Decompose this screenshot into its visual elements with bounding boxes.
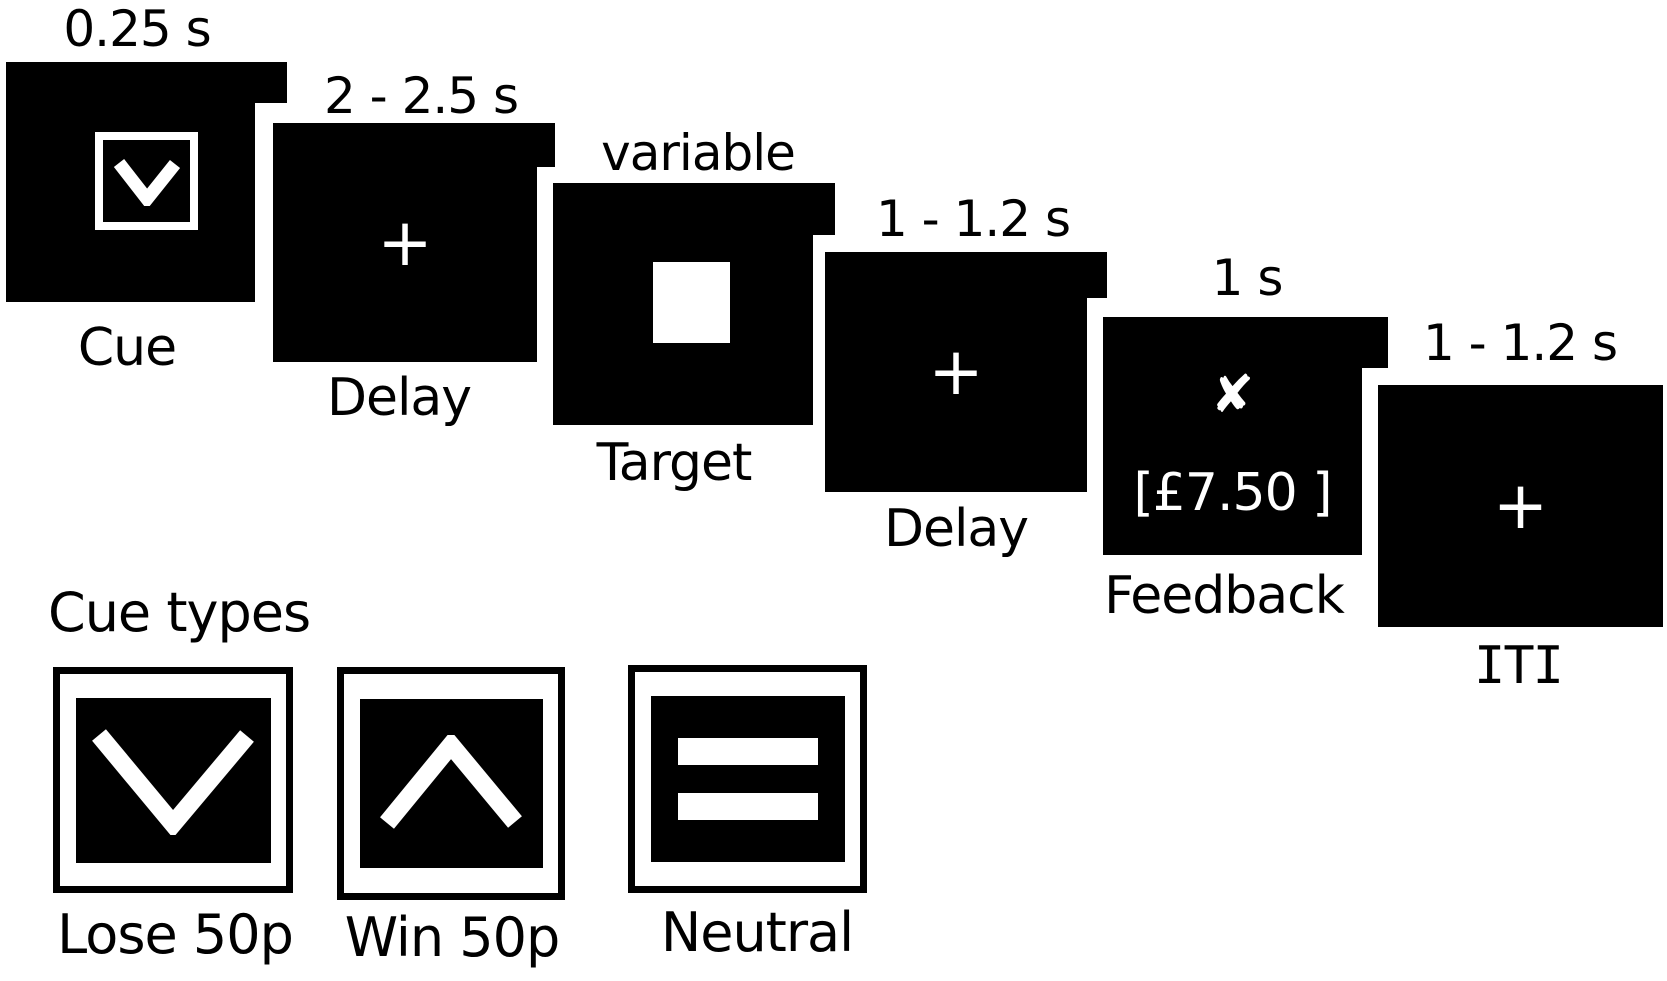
fixation-cross: +: [1492, 467, 1549, 544]
cue-type-label-win: Win 50p: [344, 906, 561, 969]
stage-label-delay2: Delay: [883, 499, 1029, 559]
screen-corner-tab: [537, 123, 555, 167]
screen-target: [553, 183, 835, 425]
target-square-icon: [653, 262, 730, 343]
duration-label-feedback: 1 s: [1211, 249, 1284, 307]
stage-label-target: Target: [596, 433, 753, 493]
stage-label-iti: ITI: [1474, 636, 1564, 696]
cue-inner-screen: [650, 696, 845, 862]
fixation-cross: +: [928, 333, 984, 410]
chevron-down-icon: [113, 159, 180, 206]
cue-inner-screen: [359, 699, 543, 868]
duration-label-delay1: 2 - 2.5 s: [323, 67, 519, 125]
cue-type-label-neutral: Neutral: [660, 901, 854, 964]
duration-label-iti: 1 - 1.2 s: [1422, 314, 1618, 372]
cue-type-box-lose: [53, 667, 293, 893]
duration-label-target: variable: [601, 124, 796, 182]
chevron-down-icon: [92, 729, 254, 835]
screen-delay2: +: [825, 252, 1107, 492]
screen-cue: [6, 62, 287, 302]
cue-type-label-lose: Lose 50p: [57, 903, 294, 966]
equals-bar-top: [677, 738, 818, 765]
equals-bars-icon: [677, 738, 818, 820]
chevron-up-icon: [380, 734, 522, 829]
feedback-amount: [£7.50 ]: [1133, 463, 1333, 523]
screen-corner-tab: [813, 183, 835, 235]
duration-label-cue: 0.25 s: [63, 0, 211, 58]
screen-feedback: ✘ [£7.50 ]: [1103, 317, 1388, 555]
screen-corner-tab: [1087, 252, 1107, 298]
cue-types-heading: Cue types: [48, 581, 311, 644]
fixation-cross: +: [377, 203, 433, 281]
stage-label-cue: Cue: [77, 318, 177, 378]
duration-label-delay2: 1 - 1.2 s: [875, 190, 1071, 248]
cue-type-box-neutral: [628, 665, 867, 893]
cue-inner-screen: [75, 697, 271, 863]
screen-corner-tab: [1362, 317, 1388, 368]
screen-delay1: +: [273, 123, 555, 362]
cue-type-box-win: [337, 667, 565, 900]
screen-iti: +: [1378, 385, 1663, 627]
stage-label-delay1: Delay: [326, 368, 472, 428]
ballot-x-icon: ✘: [1210, 365, 1255, 425]
screen-corner-tab: [255, 62, 287, 103]
stage-label-feedback: Feedback: [1104, 566, 1345, 626]
equals-bar-bottom: [677, 793, 818, 820]
cue-symbol-box: [95, 132, 198, 230]
